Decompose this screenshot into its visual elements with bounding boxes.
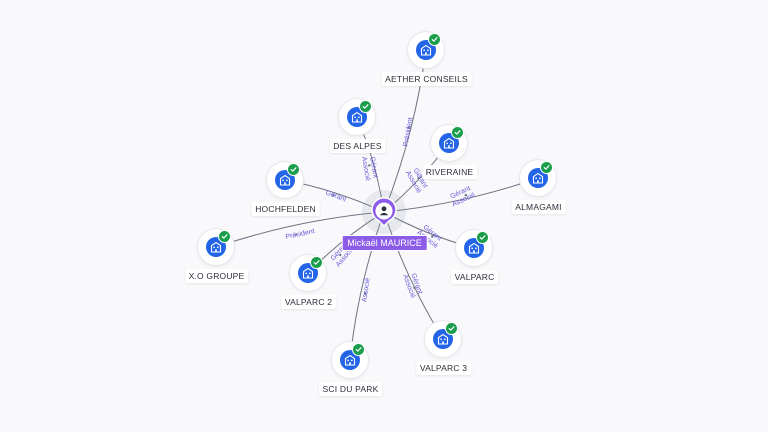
edge-arrow-marker [332,194,335,197]
edge-role-group: Président [285,228,315,241]
company-name-label[interactable]: AETHER CONSEILS [381,72,472,86]
company-name-label[interactable]: VALPARC 2 [280,295,337,309]
company-node-riveraine[interactable]: RIVERAINE [421,125,478,179]
edge-arrow-marker [294,233,297,236]
company-name-label[interactable]: RIVERAINE [421,165,478,179]
edge-role-label: Président [402,117,414,147]
edge-arrow-marker [407,126,411,130]
company-name-label[interactable]: X.O GROUPE [184,269,249,283]
edge-arrow-marker [339,253,342,257]
relationship-edge-xogroupe [215,211,385,248]
verified-check-icon [445,322,458,335]
company-node-almagami[interactable]: ALMAGAMI [511,160,566,214]
verified-check-icon [310,256,323,269]
user-icon [371,197,397,227]
company-node-hochfelden[interactable]: HOCHFELDEN [251,162,320,216]
verified-check-icon [540,161,553,174]
edge-arrow-marker [431,235,434,238]
company-node-valparc[interactable]: VALPARC [450,230,499,284]
edge-arrow-marker [364,292,367,295]
company-name-label[interactable]: ALMAGAMI [511,200,566,214]
company-name-label[interactable]: HOCHFELDEN [251,202,320,216]
verified-check-icon [352,343,365,356]
person-node[interactable]: Mickaël MAURICE [341,190,428,251]
company-node-desalpes[interactable]: DES ALPES [329,99,386,153]
company-name-label[interactable]: VALPARC [450,270,499,284]
verified-check-icon [287,163,300,176]
edge-role-group: Président [402,117,414,147]
verified-check-icon [359,100,372,113]
company-name-label[interactable]: VALPARC 3 [415,361,472,375]
edge-role-label: Associé [361,277,371,302]
edge-arrow-marker [368,164,371,167]
edge-role-group: Associé [361,277,371,302]
edge-role-label: Président [285,228,315,241]
company-name-label[interactable]: DES ALPES [329,139,386,153]
company-node-aether[interactable]: AETHER CONSEILS [381,32,472,86]
edge-arrow-marker [413,286,416,289]
edge-arrow-marker [417,176,420,180]
company-name-label[interactable]: SCI DU PARK [318,382,383,396]
relationship-edge-aether [383,49,427,213]
company-node-valparc3[interactable]: VALPARC 3 [415,321,472,375]
edge-role-group: Gérant [325,190,348,204]
edge-role-label: Gérant [368,156,379,178]
verified-check-icon [476,231,489,244]
person-name-label[interactable]: Mickaël MAURICE [341,235,428,251]
verified-check-icon [428,33,441,46]
edge-arrow-marker [464,193,467,197]
verified-check-icon [451,126,464,139]
verified-check-icon [218,230,231,243]
edge-role-label: Gérant [325,190,348,204]
company-node-xogroupe[interactable]: X.O GROUPE [184,229,249,283]
edge-role-label: Associé [360,156,371,181]
company-node-scidupark[interactable]: SCI DU PARK [318,342,383,396]
company-node-valparc2[interactable]: VALPARC 2 [280,255,337,309]
